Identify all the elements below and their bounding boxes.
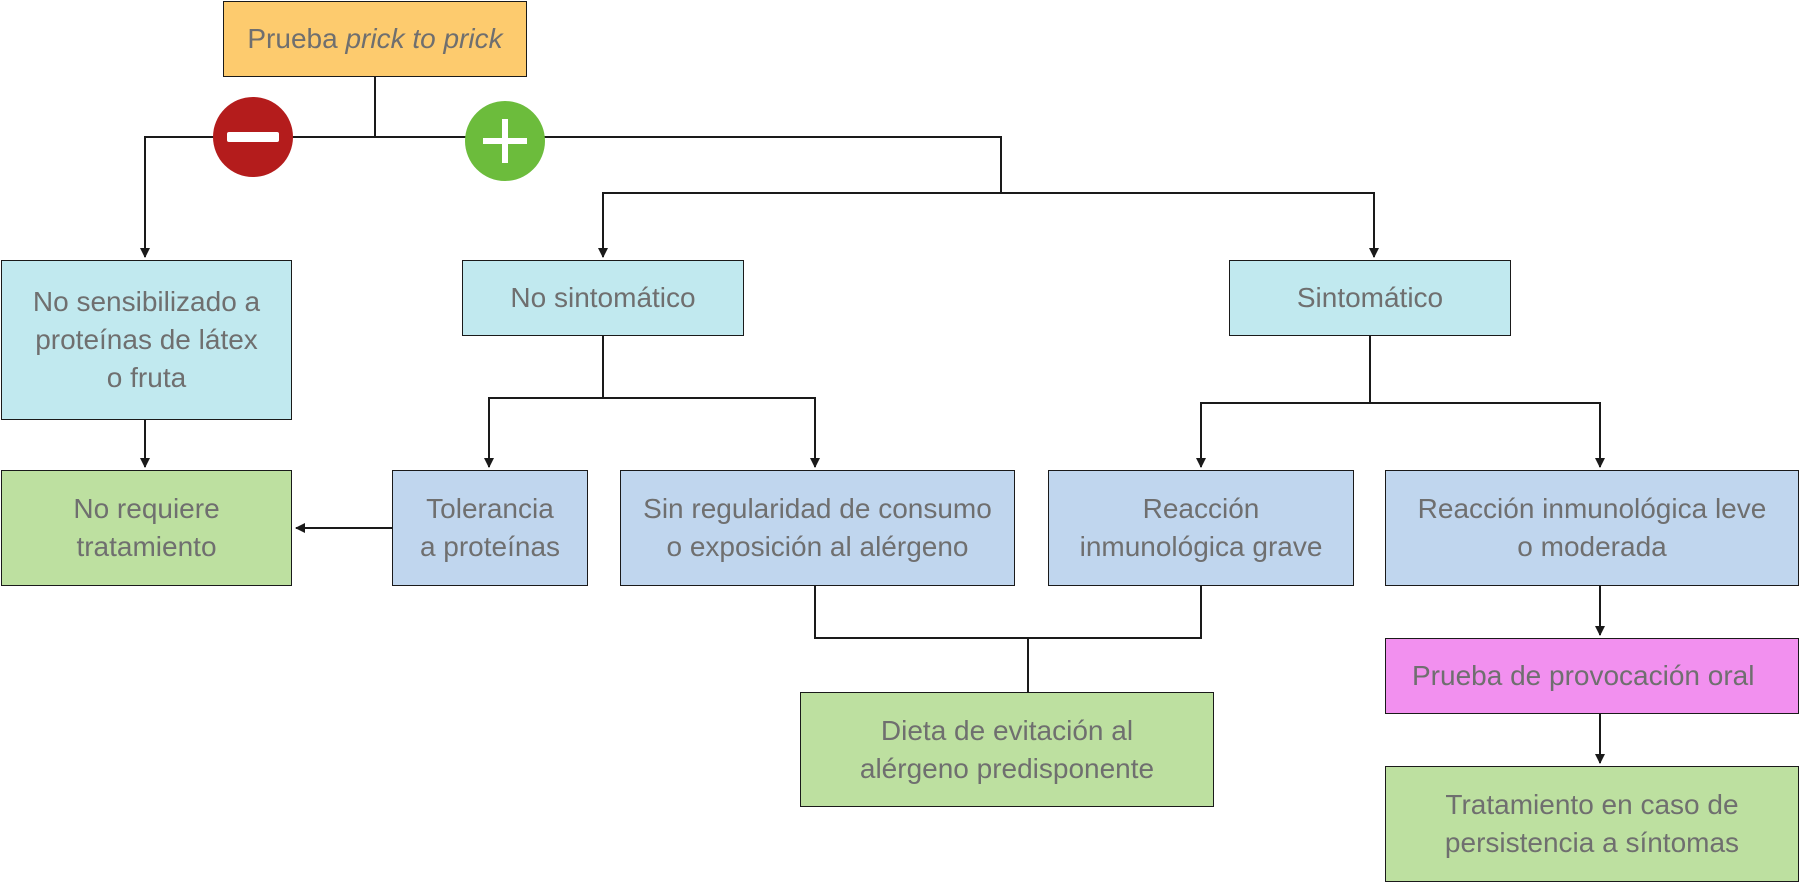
- start-node-label: Prueba prick to prick: [247, 20, 502, 58]
- avoidance-diet-node: Dieta de evitación al alérgeno predispon…: [800, 692, 1214, 807]
- irregular-exposure-line-2: o exposición al alérgeno: [666, 531, 969, 562]
- persistent-treatment-line-1: Tratamiento en caso de: [1445, 789, 1739, 820]
- severe-reaction-line-1: Reacción: [1142, 493, 1260, 524]
- persistent-treatment-line-2: persistencia a síntomas: [1444, 827, 1740, 858]
- start-node: Prueba prick to prick: [223, 1, 527, 77]
- connector-to-tolerance: [484, 397, 603, 468]
- not-sensitized-node: No sensibilizado a proteínas de látex o …: [1, 260, 292, 420]
- connector-to-symptomatic: [1001, 192, 1379, 258]
- asymptomatic-label: No sintomático: [510, 282, 696, 313]
- connector-to-asymptomatic: [598, 192, 1001, 258]
- connector-to-mild: [1370, 402, 1605, 468]
- connector-to-severe: [1196, 402, 1370, 468]
- start-node-italic: prick to prick: [345, 23, 503, 54]
- no-treatment-line-2: tratamiento: [76, 531, 217, 562]
- plus-icon: [483, 119, 527, 163]
- minus-icon: [227, 132, 279, 142]
- avoidance-diet-line-1: Dieta de evitación al: [880, 714, 1134, 746]
- connector-irregular-down: [814, 586, 1028, 639]
- connector-negative-branch: [140, 136, 375, 258]
- not-sensitized-line-3: o fruta: [106, 362, 187, 393]
- mild-reaction-node: Reacción inmunológica leve o moderada: [1385, 470, 1799, 586]
- symptomatic-label: Sintomático: [1296, 282, 1444, 313]
- positive-sign: [465, 101, 545, 181]
- negative-sign: [213, 97, 293, 177]
- not-sensitized-line-1: No sensibilizado a: [32, 286, 261, 317]
- irregular-exposure-node: Sin regularidad de consumo o exposición …: [620, 470, 1015, 586]
- severe-reaction-node: Reacción inmunológica grave: [1048, 470, 1354, 586]
- start-node-prefix: Prueba: [247, 23, 346, 54]
- mild-reaction-line-2: o moderada: [1517, 531, 1667, 562]
- no-treatment-line-1: No requiere: [73, 493, 220, 524]
- tolerance-node: Tolerancia a proteínas: [392, 470, 588, 586]
- oral-challenge-label: Prueba de provocación oral: [1412, 660, 1755, 691]
- persistent-treatment-node: Tratamiento en caso de persistencia a sí…: [1385, 766, 1799, 882]
- connector-severe-down: [1028, 586, 1202, 639]
- tolerance-line-1: Tolerancia: [426, 493, 554, 524]
- severe-reaction-line-2: inmunológica grave: [1079, 531, 1323, 562]
- symptomatic-node: Sintomático: [1229, 260, 1511, 336]
- connector-to-irregular: [603, 397, 820, 468]
- tolerance-line-2: a proteínas: [419, 531, 561, 562]
- asymptomatic-node: No sintomático: [462, 260, 744, 336]
- no-treatment-node: No requiere tratamiento: [1, 470, 292, 586]
- irregular-exposure-line-1: Sin regularidad de consumo: [643, 493, 992, 524]
- connector-positive-branch: [375, 136, 1002, 193]
- oral-challenge-node: Prueba de provocación oral: [1385, 638, 1799, 714]
- not-sensitized-line-2: proteínas de látex: [35, 324, 258, 355]
- mild-reaction-line-1: Reacción inmunológica leve: [1417, 493, 1767, 524]
- avoidance-diet-line-2: alérgeno predisponente: [859, 752, 1155, 784]
